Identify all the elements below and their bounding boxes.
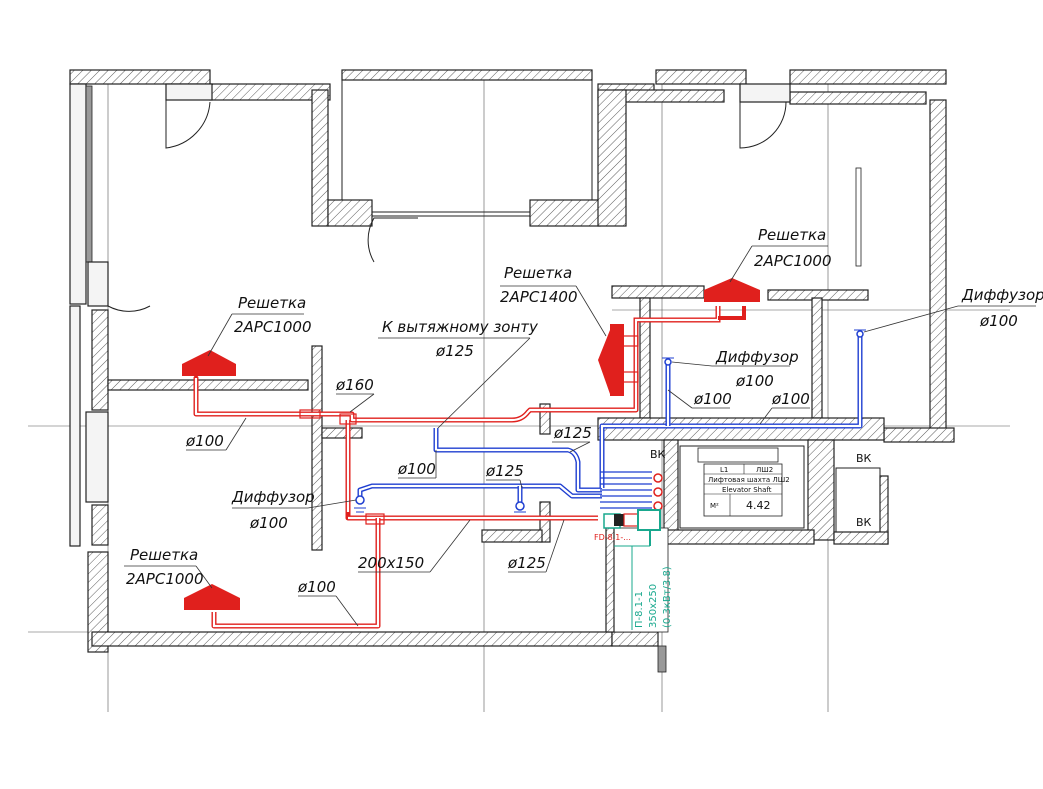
elevator-row-1: Лифтовая шахта ЛШ2	[708, 476, 790, 484]
unit-tag-3: (0.3кВт/3.8)	[662, 566, 673, 628]
grille-ne-icon	[704, 278, 760, 302]
elevator-area-label: М²	[710, 502, 719, 510]
annotation-labels: Решетка 2АРС1000 Решетка 2АРС1000 Решетк…	[126, 226, 1043, 628]
grille-sw-title: Решетка	[130, 546, 198, 564]
label-d125-a: ø125	[485, 462, 524, 480]
walls	[69, 69, 955, 673]
grille-ne-size: 2АРС1000	[754, 252, 832, 270]
axis-grid	[28, 70, 1010, 712]
label-d160: ø160	[335, 376, 374, 394]
grille-center-icon	[598, 324, 624, 396]
damper-tag: FD-8.1-...	[594, 533, 631, 542]
label-d100-right-b: ø100	[771, 390, 810, 408]
doors	[107, 83, 791, 312]
grille-nw-icon	[182, 350, 236, 376]
elevator-row-2: Elevator Shaft	[722, 486, 772, 494]
grille-sw-size: 2АРС1000	[126, 570, 204, 588]
label-d100-bottom: ø100	[297, 578, 336, 596]
label-d125-c: ø125	[507, 554, 546, 572]
elevator-col-2: ЛШ2	[756, 466, 773, 474]
exhaust-ductwork	[354, 329, 866, 513]
leader-lines	[124, 245, 1036, 627]
unit-tag-1: П-8.1-1	[634, 591, 645, 628]
elevator-shaft-tag: L1 ЛШ2 Лифтовая шахта ЛШ2 Elevator Shaft…	[703, 463, 790, 517]
grille-sw-icon	[184, 584, 240, 610]
vk-label-3: ВК	[856, 516, 872, 529]
grille-nw-size: 2АРС1000	[234, 318, 312, 336]
air-handling-unit-icon	[603, 509, 661, 630]
elevator-col-1: L1	[720, 466, 728, 474]
label-d100-left: ø100	[185, 432, 224, 450]
diffuser-right-dia: ø100	[979, 312, 1018, 330]
grille-ne-title: Решетка	[758, 226, 826, 244]
vk-label-2: ВК	[856, 452, 872, 465]
grille-nw-title: Решетка	[238, 294, 306, 312]
vk-label-1: ВК	[650, 448, 666, 461]
hood-dia: ø125	[435, 342, 474, 360]
label-rect-duct: 200x150	[358, 554, 424, 572]
diffuser-left-title: Диффузор	[231, 488, 315, 506]
label-d100-right-a: ø100	[693, 390, 732, 408]
unit-tag-2: 350x250	[648, 584, 659, 628]
diffuser-center-dia: ø100	[735, 372, 774, 390]
label-d100-center: ø100	[397, 460, 436, 478]
grille-center-size: 2АРС1400	[500, 288, 578, 306]
diffuser-center-title: Диффузор	[715, 348, 799, 366]
hood-title: К вытяжному зонту	[382, 318, 539, 336]
diffuser-right-title: Диффузор	[961, 286, 1043, 304]
label-d125-b: ø125	[553, 424, 592, 442]
grille-center-title: Решетка	[504, 264, 572, 282]
diffuser-left-dia: ø100	[249, 514, 288, 532]
elevator-area-value: 4.42	[746, 499, 771, 512]
